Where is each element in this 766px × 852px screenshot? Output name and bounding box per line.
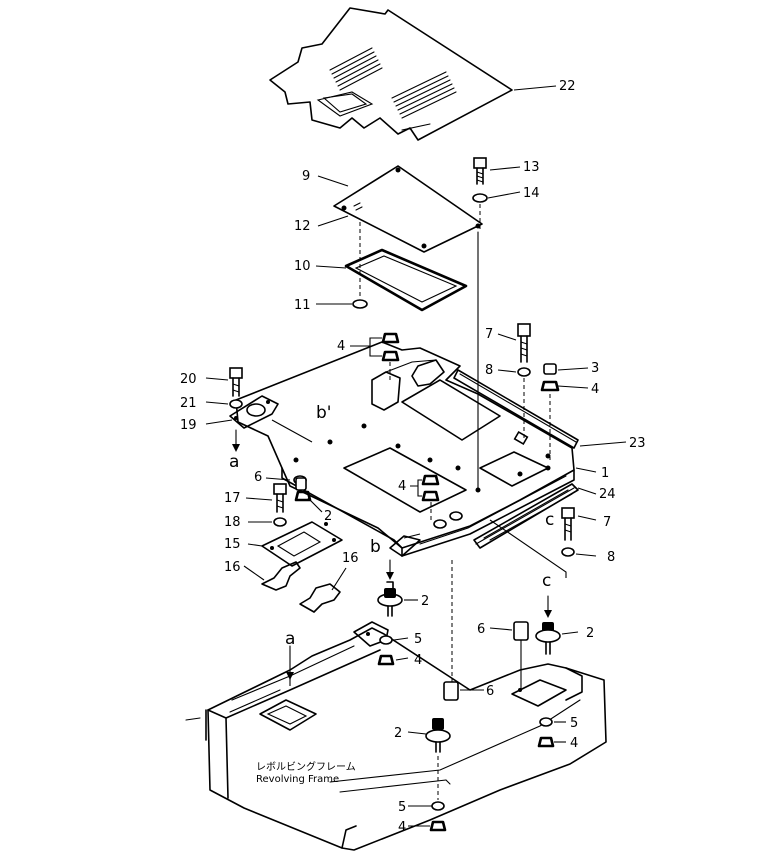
washer-5-upper — [379, 635, 393, 645]
ref-a-top: a — [229, 452, 239, 472]
callout-2-right: 2 — [586, 626, 594, 641]
callout-10: 10 — [294, 259, 311, 274]
rail-23 — [453, 369, 579, 449]
washer-14 — [472, 193, 488, 203]
callout-23: 23 — [629, 436, 646, 451]
washer-11 — [352, 299, 368, 309]
ref-b-prime: b' — [316, 403, 331, 423]
ref-c-low: c — [542, 571, 551, 591]
bolt-17 — [273, 483, 287, 513]
washer-18 — [273, 517, 287, 527]
callout-9: 9 — [302, 169, 310, 184]
washer-5-right — [539, 717, 553, 727]
washer-8-lower — [561, 547, 575, 557]
callout-19: 19 — [180, 418, 197, 433]
ref-a-low: a — [285, 629, 295, 649]
bolt-13 — [473, 157, 487, 185]
callout-8-lower: 8 — [607, 550, 615, 565]
callout-2-front: 2 — [394, 726, 402, 741]
callout-6-left: 6 — [254, 470, 262, 485]
callout-5-upper: 5 — [414, 632, 422, 647]
callout-4-bottom: 4 — [398, 820, 406, 835]
callout-13: 13 — [523, 160, 540, 175]
callout-14: 14 — [523, 186, 540, 201]
callout-4-frame-right: 4 — [570, 736, 578, 751]
mount-2-left — [294, 490, 312, 502]
bolt-7-lower — [561, 507, 575, 541]
nuts-4-mid — [421, 474, 440, 520]
leaders — [205, 85, 627, 827]
frame-label: レボルビングフレーム Revolving Frame — [256, 760, 356, 785]
callout-18: 18 — [224, 515, 241, 530]
mount-2-front — [425, 718, 451, 800]
callout-7-lower: 7 — [603, 515, 611, 530]
bolt-7-upper — [517, 323, 531, 363]
washer-8-upper — [517, 367, 531, 377]
frame-label-en: Revolving Frame — [256, 774, 339, 785]
bolt-20 — [229, 367, 243, 397]
revolving-frame — [185, 621, 607, 851]
callout-5-right: 5 — [570, 716, 578, 731]
callout-16-left: 16 — [224, 560, 241, 575]
callout-8-upper: 8 — [485, 363, 493, 378]
clamp-16-left — [261, 561, 301, 591]
callout-11: 11 — [294, 298, 311, 313]
callout-2-center: 2 — [421, 594, 429, 609]
nut-4-bottom — [429, 820, 447, 832]
nut-4-right — [540, 380, 560, 392]
callout-16-right: 16 — [342, 551, 359, 566]
callout-5-bottom: 5 — [398, 800, 406, 815]
stopper-6-right — [513, 621, 529, 641]
nut-4-upper — [377, 654, 395, 666]
nut-4-frame-right — [537, 736, 555, 748]
callout-3: 3 — [591, 361, 599, 376]
callout-4-bracket: 4 — [337, 339, 345, 354]
callout-6-right: 6 — [477, 622, 485, 637]
cover-plate — [333, 165, 483, 253]
callout-15: 15 — [224, 537, 241, 552]
callout-1: 1 — [601, 466, 609, 481]
washer-5-bottom — [431, 801, 445, 811]
callout-6-front: 6 — [486, 684, 494, 699]
callout-2-left: 2 — [324, 509, 332, 524]
callout-4-mid: 4 — [398, 479, 406, 494]
callout-22: 22 — [559, 79, 576, 94]
callout-21: 21 — [180, 396, 197, 411]
frame-label-jp: レボルビングフレーム — [256, 760, 356, 773]
mount-2-right — [535, 622, 561, 655]
stopper-6-left — [295, 477, 307, 491]
floor-mat — [269, 7, 513, 141]
callout-4-right: 4 — [591, 382, 599, 397]
stopper-6-front — [443, 681, 459, 701]
nuts-4-bracket — [381, 332, 400, 380]
gasket — [344, 248, 468, 312]
mount-2-center — [377, 581, 403, 617]
callout-20: 20 — [180, 372, 197, 387]
callout-12: 12 — [294, 219, 311, 234]
ref-b: b — [370, 537, 381, 557]
reference-letters: a b' b c c a — [229, 403, 554, 649]
callout-7-upper: 7 — [485, 327, 493, 342]
plate-15 — [261, 521, 343, 567]
callout-17: 17 — [224, 491, 241, 506]
mat-hatch-right — [391, 71, 457, 119]
ref-c-mid: c — [545, 510, 554, 530]
rail-24 — [473, 483, 579, 549]
clamp-16-right — [299, 583, 341, 613]
washer-21 — [229, 399, 243, 409]
cap-3 — [543, 363, 557, 375]
callout-labels: 22 13 14 9 12 10 11 7 8 3 4 4 20 21 19 2… — [180, 79, 646, 835]
mat-hatch-left — [329, 47, 383, 91]
callout-4-upper: 4 — [414, 653, 422, 668]
callout-24: 24 — [599, 487, 616, 502]
bracket-19 — [229, 395, 279, 429]
